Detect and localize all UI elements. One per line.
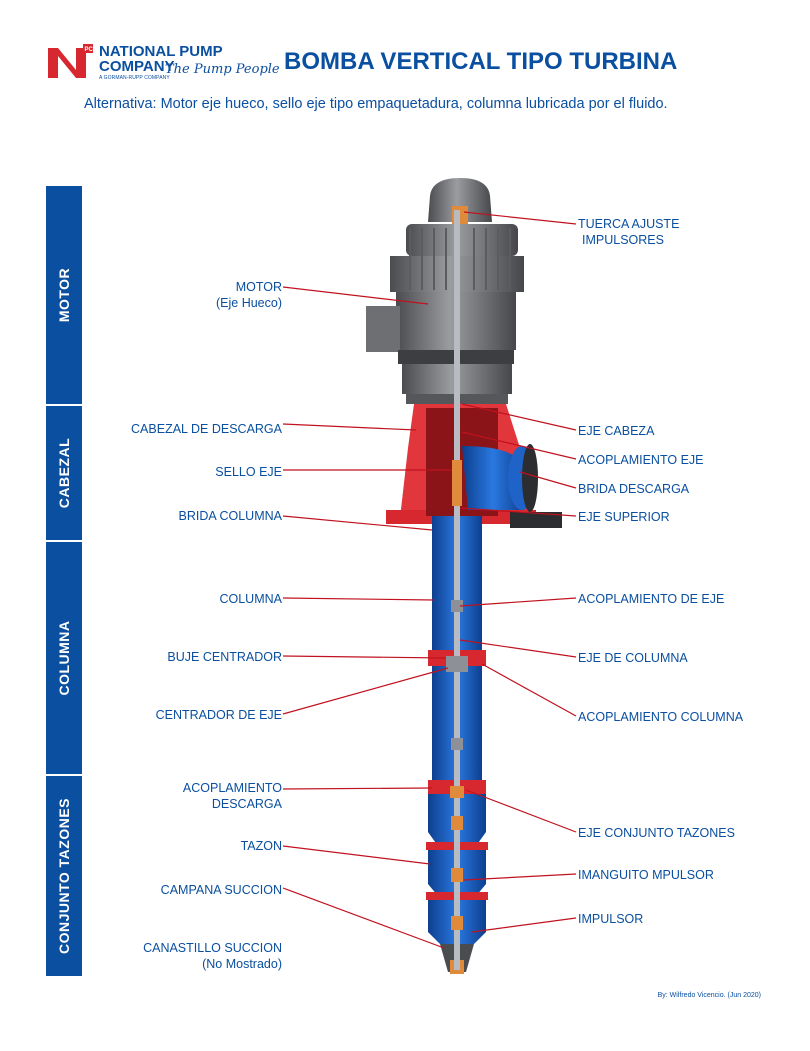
section-motor: MOTOR [46, 186, 82, 404]
label-acoplamiento-de-eje: ACOPLAMIENTO DE EJE [578, 592, 725, 606]
label-eje-superior: EJE SUPERIOR [578, 510, 670, 524]
logo-line2: COMPANY [99, 58, 175, 75]
label-canastillo-2: (No Mostrado) [202, 957, 282, 971]
shaft-seal [452, 460, 462, 506]
label-acoplamiento-eje: ACOPLAMIENTO EJE [578, 453, 704, 467]
label-eje-cabeza: EJE CABEZA [578, 424, 655, 438]
label-buje-centrador: BUJE CENTRADOR [167, 650, 282, 664]
shaft-coupling [451, 600, 463, 612]
label-canastillo-1: CANASTILLO SUCCION [143, 941, 282, 955]
label-impulsor: IMPULSOR [578, 912, 644, 926]
label-brida-descarga: BRIDA DESCARGA [578, 482, 690, 496]
pump-shaft [454, 210, 460, 970]
section-cabezal: CABEZAL [46, 406, 82, 540]
national-pump-logo-icon: PC [48, 44, 94, 78]
leader-lines-right [459, 211, 577, 933]
label-motor: MOTOR (Eje Hueco) [130, 279, 282, 311]
label-canastillo-succion: CANASTILLO SUCCION (No Mostrado) [100, 940, 282, 972]
label-tuerca-ajuste: TUERCA AJUSTE IMPULSORES [578, 216, 679, 248]
svg-text:PC: PC [85, 47, 94, 53]
label-centrador-eje: CENTRADOR DE EJE [155, 708, 282, 722]
author-credit: By: Wilfredo Vicencio. (Jun 2020) [657, 992, 761, 999]
section-tazones: CONJUNTO TAZONES [46, 776, 82, 976]
section-columna: COLUMNA [46, 542, 82, 774]
label-sello-eje: SELLO EJE [215, 465, 282, 479]
discharge-elbow [462, 444, 562, 528]
label-tuerca-1: TUERCA AJUSTE [578, 217, 680, 231]
shaft-centralizer [446, 656, 468, 672]
label-motor-text: MOTOR [235, 280, 282, 294]
label-columna: COLUMNA [219, 592, 282, 606]
label-acoplamiento-descarga-1: ACOPLAMIENTO [182, 781, 282, 795]
label-acoplamiento-descarga: ACOPLAMIENTO DESCARGA [110, 780, 282, 812]
label-eje-conjunto-tazones: EJE CONJUNTO TAZONES [578, 826, 735, 840]
label-manguito-impulsor: IMANGUITO MPULSOR [578, 868, 714, 882]
label-cabezal-descarga: CABEZAL DE DESCARGA [131, 422, 282, 436]
label-acoplamiento-descarga-2: DESCARGA [211, 797, 282, 811]
logo-line1: NATIONAL PUMP [99, 43, 223, 60]
label-eje-de-columna: EJE DE COLUMNA [578, 651, 688, 665]
logo-sub: A GORMAN-RUPP COMPANY [99, 75, 170, 81]
label-tuerca-2: IMPULSORES [582, 233, 664, 247]
label-motor-sub: (Eje Hueco) [216, 296, 282, 310]
label-acoplamiento-columna: ACOPLAMIENTO COLUMNA [578, 710, 744, 724]
label-brida-columna: BRIDA COLUMNA [178, 509, 283, 523]
page-title: BOMBA VERTICAL TIPO TURBINA [284, 48, 678, 75]
label-campana-succion: CAMPANA SUCCION [160, 883, 282, 897]
logo-script: The Pump People [165, 62, 280, 77]
page-subtitle: Alternativa: Motor eje hueco, sello eje … [84, 96, 668, 112]
label-tazon: TAZON [240, 839, 282, 853]
leader-lines-left [282, 286, 452, 949]
